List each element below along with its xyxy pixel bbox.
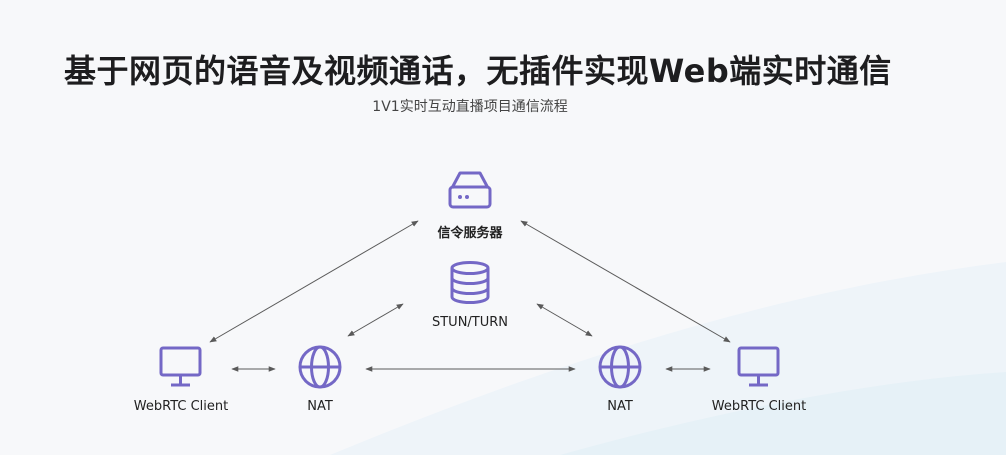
client-right-label: WebRTC Client	[711, 399, 807, 414]
arrow-client-left-to-server	[209, 220, 419, 343]
arrow-nat-left-to-stun	[347, 303, 404, 337]
database-icon	[450, 261, 490, 304]
globe-icon-left	[298, 345, 342, 389]
page-subtitle: 1V1实时互动直播项目通信流程	[372, 99, 568, 115]
server-icon	[448, 171, 492, 209]
arrow-stun-to-nat-right	[536, 303, 593, 337]
globe-icon-right	[598, 345, 642, 389]
page-title: 基于网页的语音及视频通话，无插件实现Web端实时通信	[64, 52, 892, 90]
monitor-icon-right	[737, 346, 780, 387]
nat-right-label: NAT	[607, 399, 633, 414]
signal-server-label: 信令服务器	[437, 226, 503, 241]
nat-left-label: NAT	[307, 399, 333, 414]
monitor-icon-left	[159, 346, 202, 387]
stun-turn-label: STUN/TURN	[431, 315, 509, 330]
arrow-server-to-client-right	[520, 220, 731, 343]
client-left-label: WebRTC Client	[133, 399, 229, 414]
